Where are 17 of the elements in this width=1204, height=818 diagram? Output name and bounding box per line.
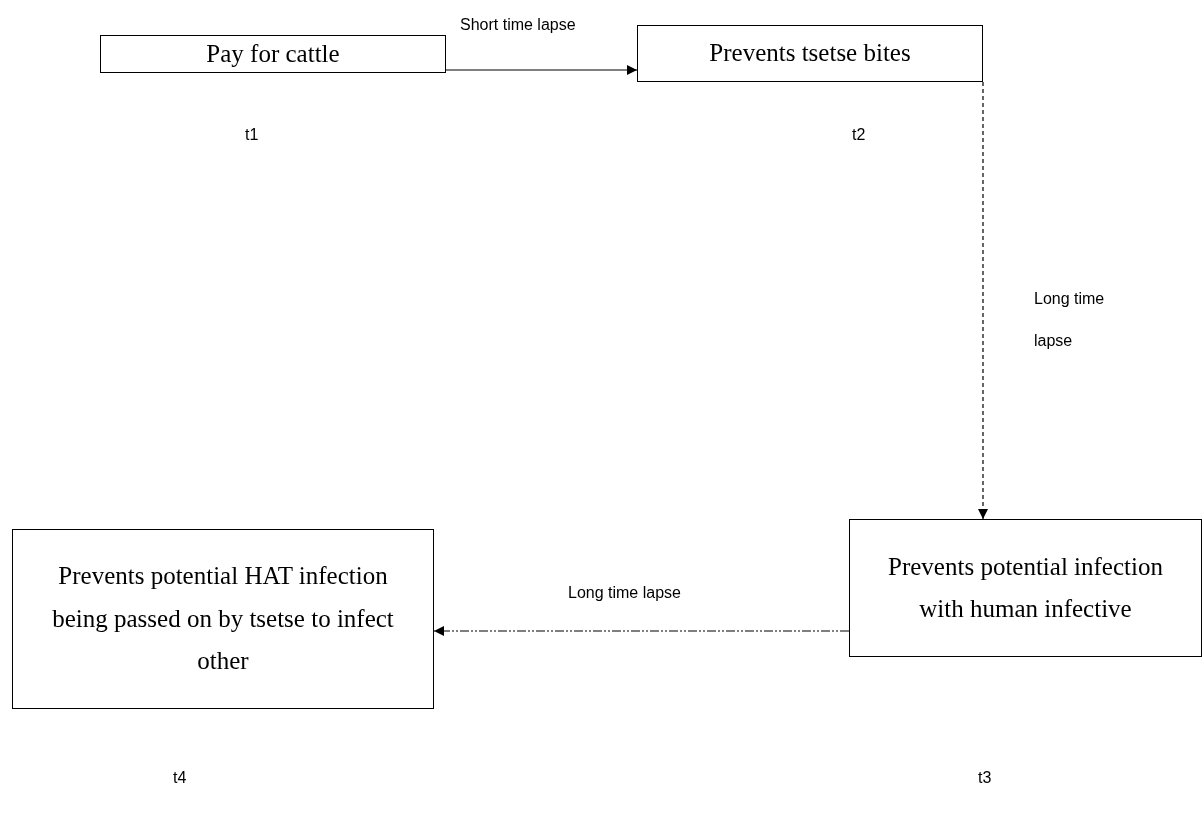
box-text: Prevents potential infection with human infective — [887, 551, 1164, 624]
box-text: Prevents tsetse bites — [709, 38, 911, 69]
process-box — [100, 35, 446, 73]
arrow — [445, 65, 638, 75]
time-label: t4 — [173, 770, 187, 786]
box-text: Prevents potential HAT infection being passed on by tsetse to infect other — [51, 561, 395, 677]
edge-label: Long time lapse — [566, 583, 683, 603]
arrow — [978, 81, 988, 520]
box-text: Pay for cattle — [206, 38, 340, 69]
process-box — [849, 519, 1202, 657]
time-label: t2 — [852, 127, 866, 143]
edge-label: Short time lapse — [458, 15, 578, 35]
process-box — [12, 529, 434, 709]
arrow — [433, 626, 850, 636]
time-label: t3 — [978, 770, 992, 786]
time-label: t1 — [245, 127, 259, 143]
process-box — [637, 25, 983, 82]
